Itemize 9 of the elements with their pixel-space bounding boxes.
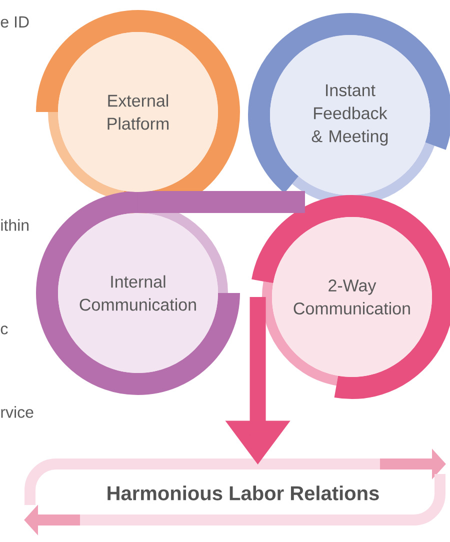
circle-node: External Platform xyxy=(58,32,218,192)
side-text: ithin xyxy=(1,219,28,231)
side-text: e ID xyxy=(0,16,29,28)
node-label: Harmonious Labor Relations xyxy=(108,486,379,500)
side-text: c xyxy=(0,326,8,334)
circle-node: Internal Communication xyxy=(58,213,218,373)
circle-node: 2-Way Communication xyxy=(272,217,432,377)
side-text: rvice xyxy=(1,406,34,418)
circle-node: Instant Feedback & Meeting xyxy=(270,35,430,195)
